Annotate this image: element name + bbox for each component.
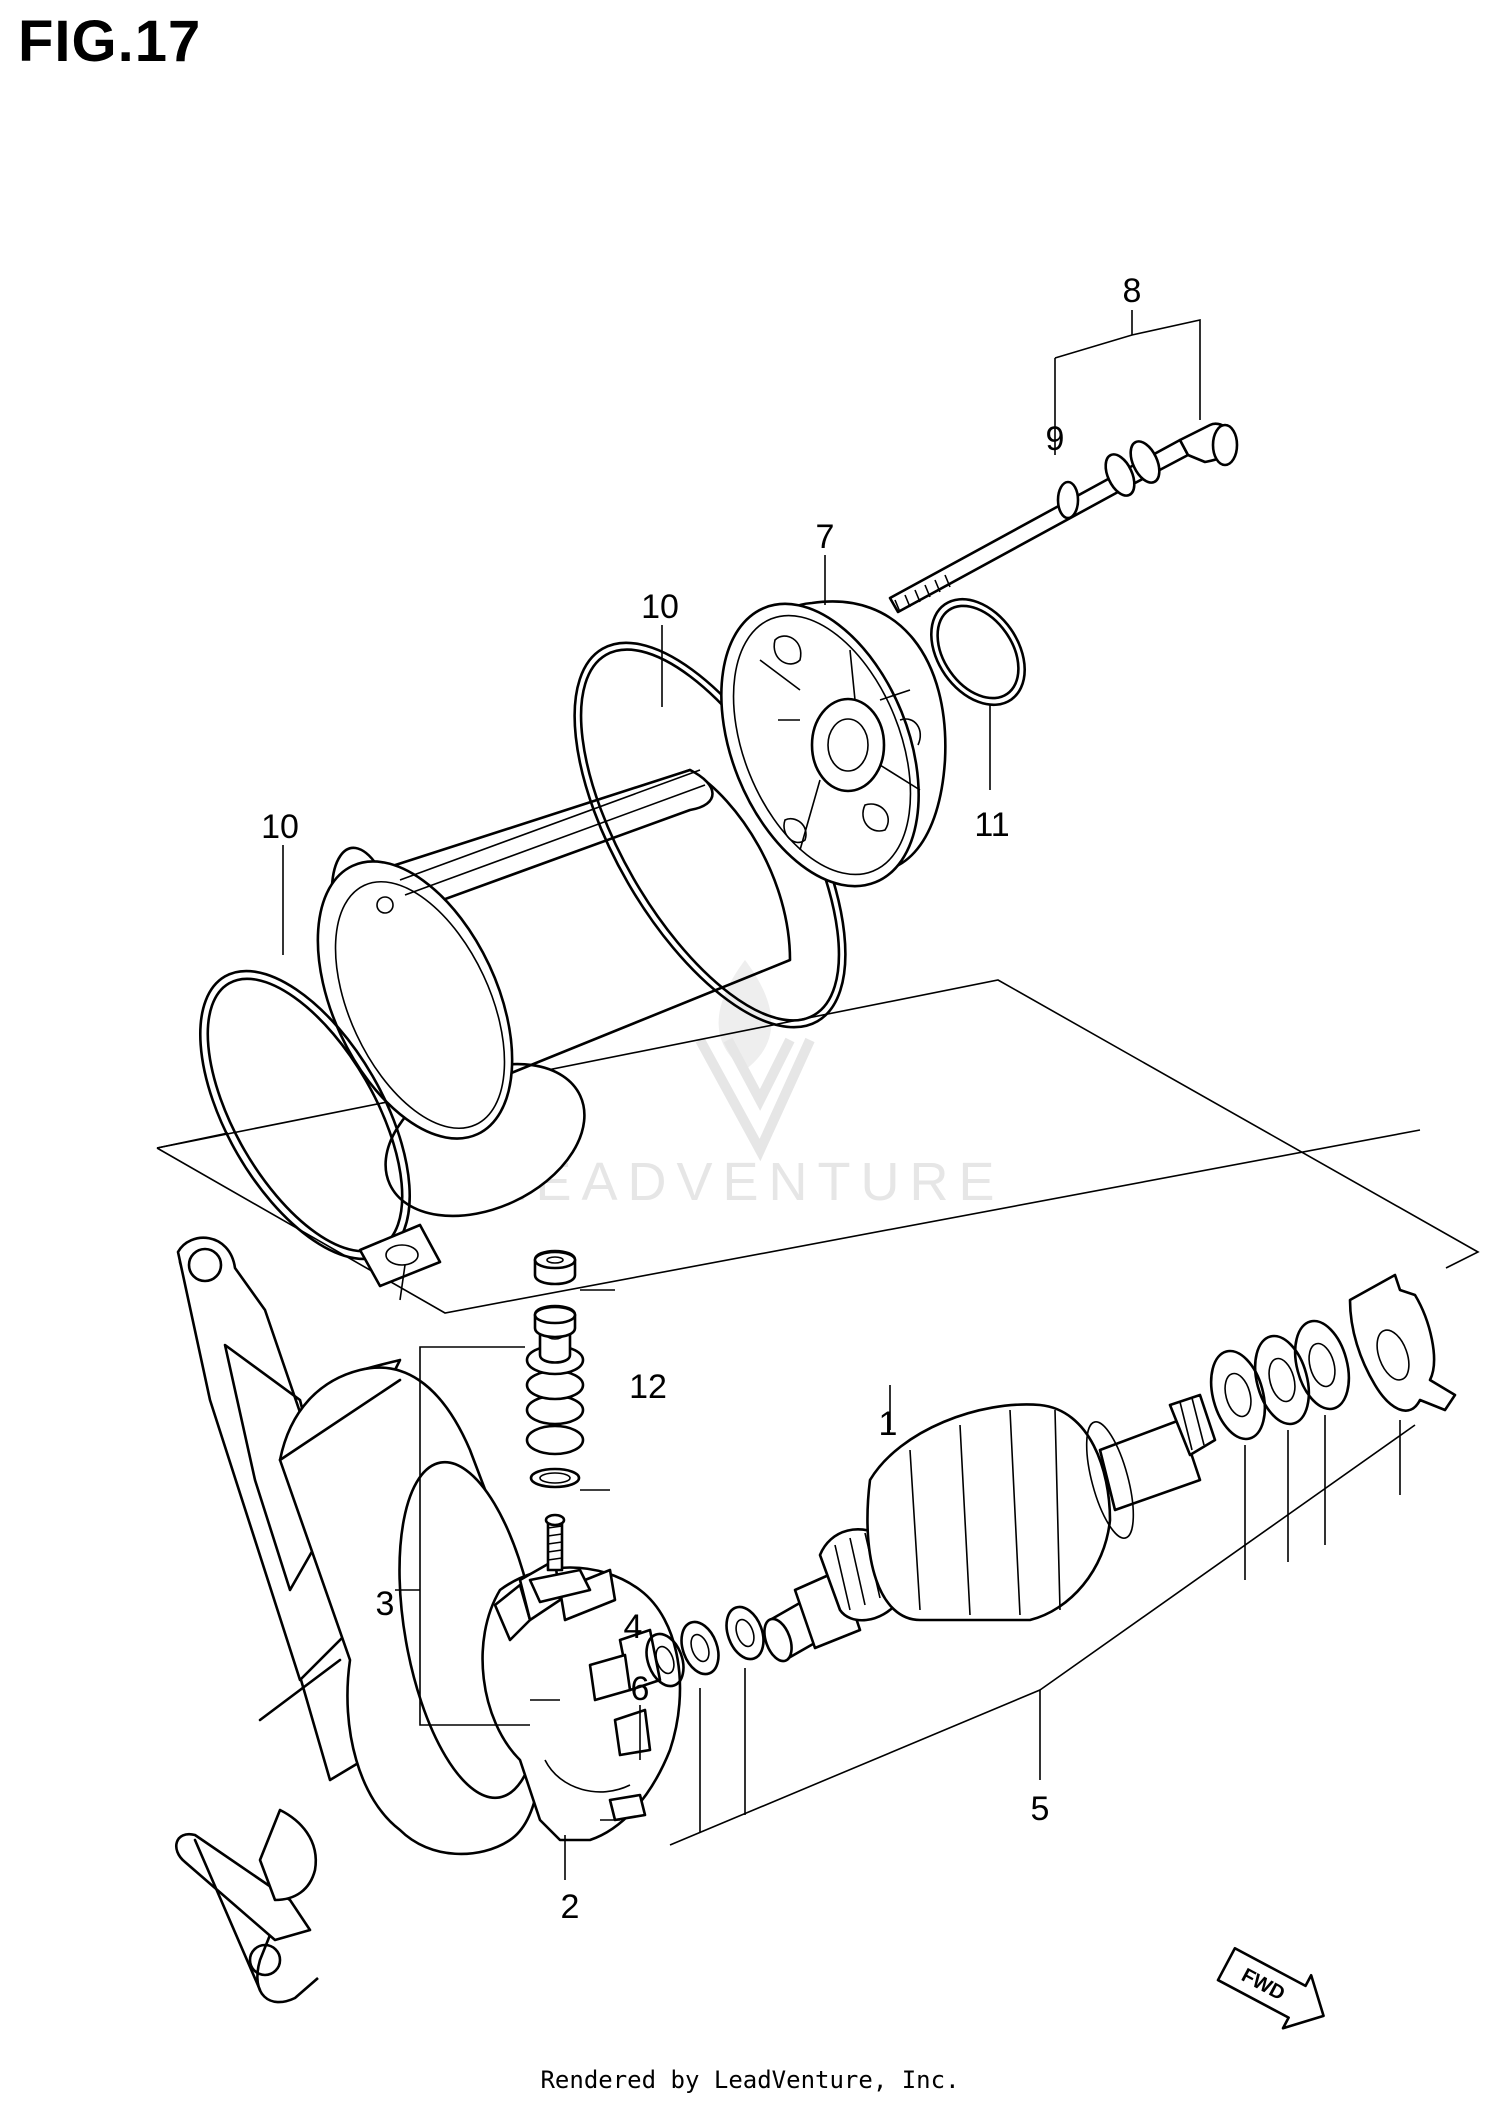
brush-holder: [481, 1558, 682, 1842]
leader-3: [419, 1346, 530, 1726]
callout-11: 11: [974, 806, 1009, 844]
terminal-nut-3: [533, 1304, 577, 1339]
callout-2: 2: [561, 1888, 580, 1926]
callout-3: 3: [376, 1585, 395, 1623]
callout-4: 4: [624, 1608, 643, 1646]
shim-washers-left: [645, 1605, 765, 1688]
washer-4: [529, 1467, 581, 1489]
figure-title: FIG.17: [18, 9, 202, 74]
yoke-cylinder: [316, 768, 792, 1218]
callout-10-left: 10: [261, 808, 299, 846]
washer-9: [1104, 440, 1161, 497]
callout-labels: 1 2 3 4 5 6 7 8 9 10 10 11 12: [261, 272, 1141, 1926]
end-cover: [720, 600, 947, 888]
watermark: LEADVENTURE: [495, 960, 1004, 1212]
terminal-bolt: [528, 1513, 592, 1604]
o-ring-11: [930, 597, 1026, 707]
armature-brush-group: [175, 1223, 1457, 2004]
callout-1: 1: [879, 1405, 898, 1443]
armature: [763, 1393, 1217, 1663]
lock-plate: [1348, 1273, 1457, 1412]
callout-7: 7: [816, 518, 835, 556]
watermark-text: LEADVENTURE: [495, 1152, 1004, 1212]
fwd-arrow-icon: FWD: [1216, 1946, 1325, 2030]
leader-8-9: [1054, 310, 1201, 455]
watermark-logo-icon: [695, 960, 815, 1162]
callout-6: 6: [631, 1670, 650, 1708]
callout-10-right: 10: [641, 588, 679, 626]
callout-9: 9: [1046, 420, 1065, 458]
leader-5: [669, 1688, 1041, 1846]
yoke-housing-group: [156, 310, 1480, 1314]
shim-washers-right: [1209, 1319, 1351, 1441]
group-outline-box: [156, 979, 1480, 1269]
footer-credit: Rendered by LeadVenture, Inc.: [540, 2066, 960, 2094]
callout-8: 8: [1123, 272, 1142, 310]
callout-12: 12: [629, 1368, 667, 1406]
terminal-stack: [525, 1326, 585, 1456]
callout-5: 5: [1031, 1790, 1050, 1828]
nut-12: [533, 1249, 577, 1286]
